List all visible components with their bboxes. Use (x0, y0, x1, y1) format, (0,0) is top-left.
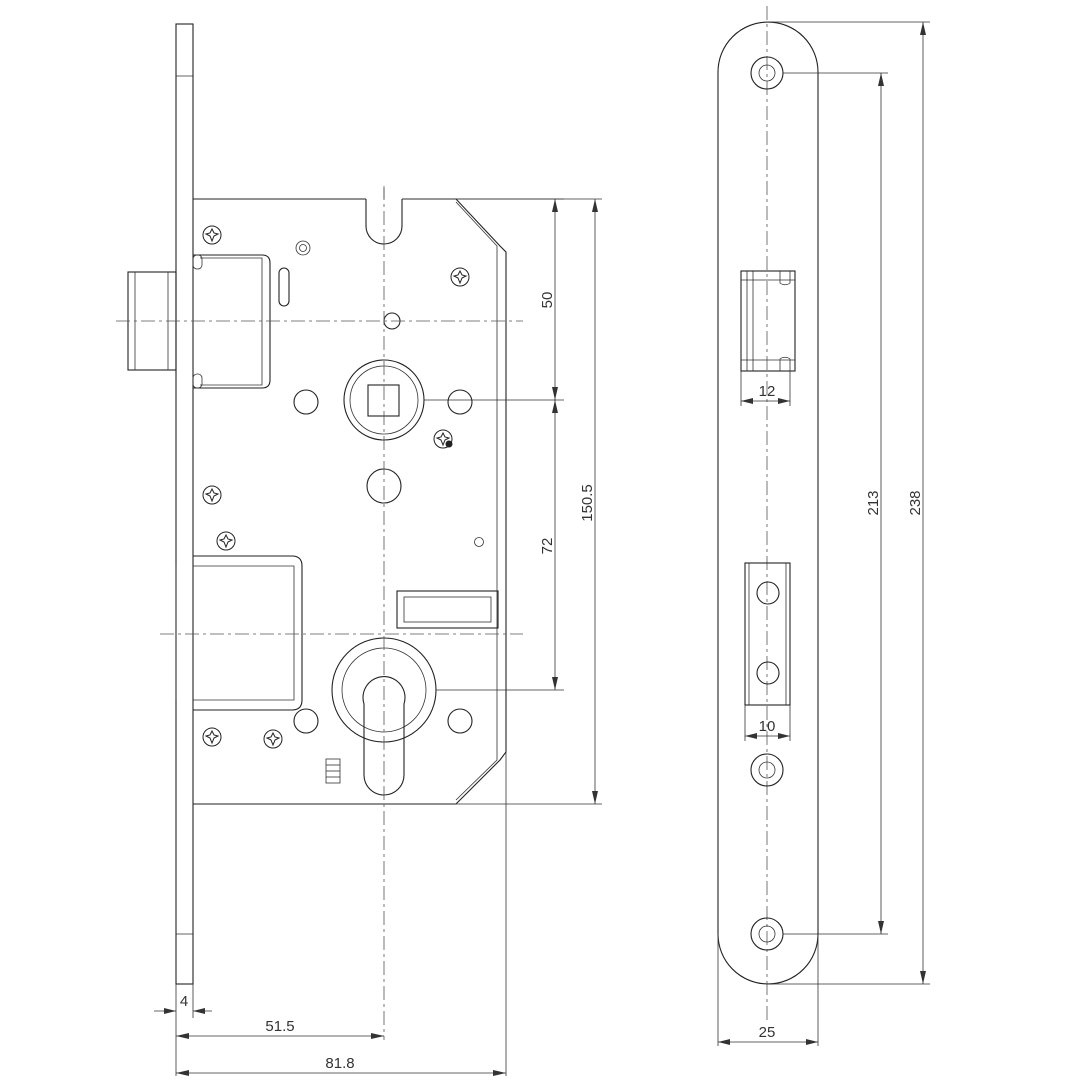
dim-faceplate-thickness: 4 (180, 993, 188, 1010)
screw-torx-3 (433, 429, 453, 449)
latch-slot (278, 267, 290, 307)
dim-top-to-handle: 50 (539, 292, 556, 309)
small-pin (295, 240, 311, 256)
dim-faceplate-width: 25 (759, 1024, 776, 1041)
dim-screw-spacing: 213 (865, 490, 882, 515)
screw-torx-7 (263, 729, 283, 749)
lock-case-outline (193, 198, 507, 805)
faceplate-front-view (717, 6, 819, 1020)
screw-torx-1 (202, 225, 222, 245)
dim-case-depth: 81.8 (325, 1055, 354, 1072)
vertical-dimensions-left: 50 72 150.5 (402, 198, 602, 805)
dim-faceplate-length: 238 (907, 490, 924, 515)
dim-handle-to-lower: 72 (539, 538, 556, 555)
bolt-opening (744, 562, 791, 706)
screw-torx-6 (202, 727, 222, 747)
dim-latch-width: 12 (759, 383, 776, 400)
latch-opening (740, 270, 796, 372)
bolt-window (396, 590, 499, 629)
mode-switch (325, 758, 341, 784)
screw-torx-2 (450, 267, 470, 287)
screw-torx-4 (202, 485, 222, 505)
dead-bolt (175, 555, 303, 711)
faceplate-edge (175, 23, 194, 985)
faceplate-screw-middle (750, 753, 784, 787)
faceplate-outline (717, 21, 819, 985)
dim-bolt-width: 10 (759, 718, 776, 735)
lock-body-side-view (116, 23, 523, 1040)
faceplate-dimensions: 12 10 25 213 238 (717, 21, 930, 1046)
dim-case-height: 150.5 (579, 484, 596, 522)
screw-torx-5 (216, 531, 236, 551)
latch-bolt (127, 254, 271, 389)
horizontal-dimensions-left: 4 51.5 81.8 (154, 752, 507, 1076)
dim-backset: 51.5 (265, 1018, 294, 1035)
